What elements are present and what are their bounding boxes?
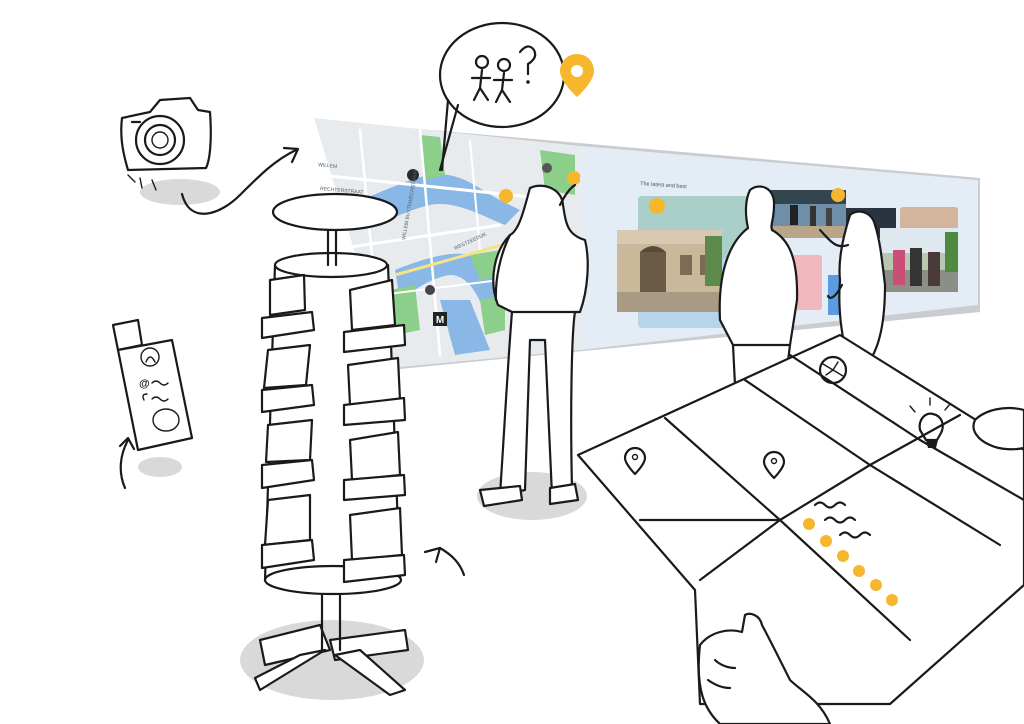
metro-label: M	[436, 315, 444, 326]
brochure-icon: @	[111, 318, 194, 490]
panel-heading: The latest and best	[640, 181, 688, 190]
people-question-icon	[438, 21, 566, 172]
folded-map	[576, 333, 1024, 706]
lightbulb-icon	[909, 397, 951, 448]
person-pointing	[477, 183, 589, 520]
map-street-label: WILLEM	[318, 162, 338, 170]
hand-bottom	[697, 612, 832, 724]
building-photo	[617, 230, 722, 312]
camera-icon	[120, 96, 300, 215]
map-street-label: RECHTERSTRAAT	[320, 186, 364, 196]
content-card	[792, 255, 822, 310]
leaflet-stand	[240, 192, 466, 700]
person-man	[718, 185, 799, 387]
panel-marker	[649, 198, 665, 214]
hand-top-right	[972, 406, 1024, 451]
compass-icon	[818, 355, 848, 385]
panel-marker	[831, 188, 845, 202]
map-pin-icon	[623, 446, 647, 476]
metro-icon	[433, 312, 447, 326]
map-pin-marker	[499, 189, 513, 203]
person-woman	[818, 210, 887, 362]
people-photo	[880, 228, 958, 292]
map-pin-marker	[567, 171, 581, 185]
svg-text:@: @	[139, 378, 150, 390]
location-pin-icon	[560, 54, 594, 97]
map-pin-icon	[762, 450, 786, 480]
